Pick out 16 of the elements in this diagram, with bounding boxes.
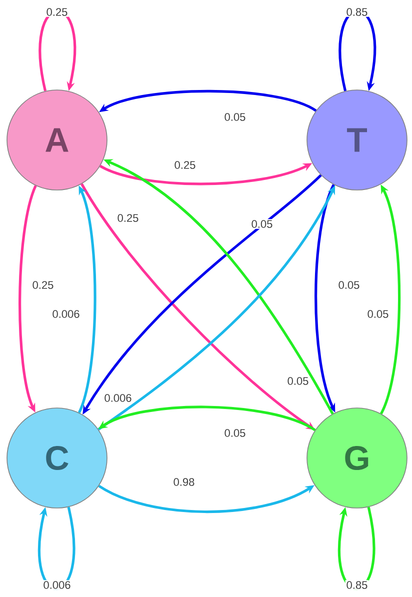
- edge-label: 0.25: [45, 7, 69, 17]
- edge-label: 0.05: [223, 112, 247, 122]
- edge-label: 0.05: [366, 309, 390, 319]
- edge-label: 0.006: [42, 580, 72, 590]
- edge-label: 0.05: [286, 376, 310, 386]
- edge-label: 0.85: [345, 7, 369, 17]
- edge-label: 0.98: [172, 477, 196, 487]
- edge-label: 0.05: [250, 219, 274, 229]
- edge-label: 0.25: [116, 213, 140, 223]
- edge-label: 0.006: [51, 309, 81, 319]
- edge-label: 0.85: [345, 580, 369, 590]
- edge-label: 0.25: [173, 160, 197, 170]
- edge-label: 0.05: [337, 280, 361, 290]
- edge-label: 0.006: [103, 393, 133, 403]
- edge-label: 0.25: [31, 280, 55, 290]
- edge-label: 0.05: [223, 428, 247, 438]
